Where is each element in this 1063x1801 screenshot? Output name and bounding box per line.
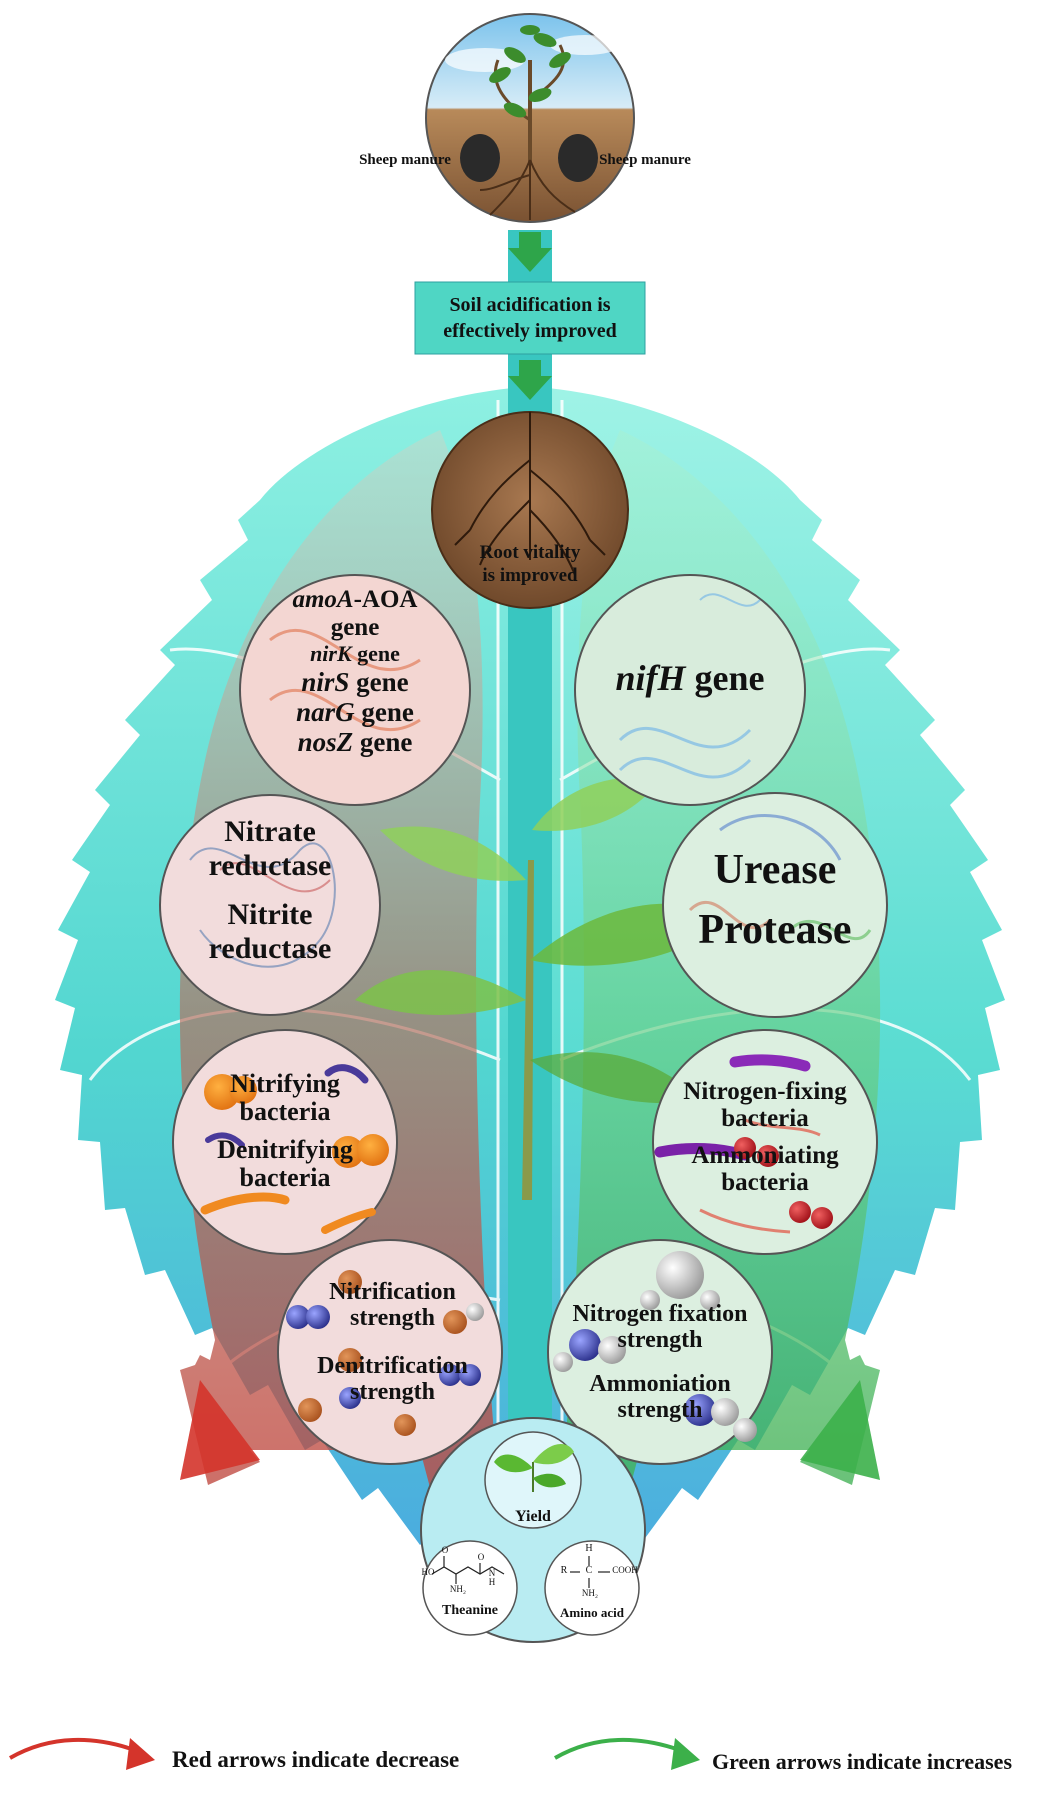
- down-arrow-2-icon: [508, 360, 552, 400]
- left-strength-list: Nitrification strength Denitrification s…: [290, 1279, 495, 1406]
- nitrite-reductase-line2: reductase: [208, 931, 332, 965]
- legend-red-arrow-icon: [9, 1738, 155, 1770]
- nitrification-strength-line1: Nitrification: [329, 1279, 456, 1305]
- right-strength-circle: [547, 1239, 773, 1465]
- left-enzyme-list: Nitrate reductase Nitrite reductase: [170, 815, 370, 965]
- amoa-gene-line2: gene: [330, 614, 380, 641]
- sheep-manure-left-label: Sheep manure: [359, 152, 451, 168]
- theanine-nh2-text: NH₂: [449, 1584, 467, 1594]
- soil-acidification-line2: effectively improved: [443, 320, 617, 342]
- amino-acid-structure: [570, 1556, 610, 1588]
- right-strength-list: Nitrogen fixation strength Ammoniation s…: [545, 1301, 775, 1424]
- root-vitality-line1: Root vitality: [479, 542, 581, 563]
- legend-green-arrow-icon: [554, 1738, 700, 1770]
- theanine-h-text: H: [488, 1577, 496, 1587]
- red-arrowhead: [180, 1380, 260, 1480]
- theanine-o2-text: O: [477, 1552, 485, 1562]
- nitrogen-fixation-strength-line1: Nitrogen fixation: [572, 1301, 748, 1327]
- left-strength-circle: [277, 1239, 503, 1465]
- denitrification-strength-line1: Denitrification: [317, 1352, 468, 1379]
- down-arrow-1-icon: [508, 232, 552, 272]
- amino-c-text: C: [585, 1565, 593, 1576]
- nitrifying-bacteria-line1: Nitrifying: [230, 1069, 340, 1098]
- denitrification-strength-line2: strength: [350, 1378, 435, 1405]
- nirs-gene-label: nirS gene: [301, 666, 409, 697]
- amoa-gene-label: amoA-AOA: [292, 586, 418, 613]
- sheep-manure-right-label: Sheep manure: [599, 152, 691, 168]
- yield-label: Yield: [515, 1508, 551, 1525]
- nifh-gene-label: nifH gene: [615, 658, 765, 698]
- theanine-n-text: N: [488, 1568, 496, 1578]
- right-gene-circle: [574, 574, 806, 806]
- left-gene-list: amoA-AOA gene nirK gene nirS gene narG g…: [250, 586, 460, 757]
- theanine-o1-text: O: [441, 1545, 449, 1555]
- root-vitality-circle: [431, 411, 629, 609]
- tea-leaf-icon: [494, 1443, 574, 1492]
- root-vitality-label: Root vitality is improved: [440, 542, 620, 588]
- nitrogen-fixing-bacteria-line2: bacteria: [721, 1105, 809, 1132]
- nitrogen-fixation-strength-line2: strength: [617, 1326, 703, 1353]
- sheep-manure-right-icon: [558, 134, 598, 182]
- right-enzyme-list: Urease Protease: [665, 845, 885, 956]
- sheep-manure-left-icon: [460, 134, 500, 182]
- amino-acid-subcircle: [544, 1540, 640, 1636]
- theanine-ho-text: HO: [421, 1567, 435, 1577]
- nitrogen-fixing-bacteria-line1: Nitrogen-fixing: [683, 1078, 847, 1105]
- narg-gene-label: narG gene: [296, 696, 414, 727]
- nitrification-strength-line2: strength: [350, 1304, 435, 1331]
- legend-red-text: Red arrows indicate decrease: [172, 1747, 460, 1772]
- top-plant-circle: [425, 13, 635, 223]
- nitrate-reductase-line2: reductase: [208, 848, 332, 882]
- amino-r-text: R: [560, 1565, 568, 1576]
- quality-outcome-circle: [420, 1417, 646, 1643]
- nitrate-reductase-line1: Nitrate: [224, 815, 316, 848]
- urease-label: Urease: [713, 847, 837, 893]
- left-enzyme-circle: [159, 794, 381, 1016]
- green-arrowhead: [800, 1380, 880, 1480]
- soil-acidification-line1: Soil acidification is: [449, 294, 611, 316]
- legend-green-text: Green arrows indicate increases: [712, 1749, 1013, 1774]
- soil-acidification-box: [414, 281, 646, 355]
- amino-acid-label: Amino acid: [560, 1605, 624, 1620]
- ammoniating-bacteria-line1: Ammoniating: [691, 1142, 839, 1169]
- ammoniation-strength-line2: strength: [617, 1396, 703, 1423]
- denitrifying-bacteria-line1: Denitrifying: [217, 1135, 353, 1165]
- soil-acidification-label: Soil acidification is effectively improv…: [415, 292, 645, 344]
- amino-h-text: H: [585, 1543, 593, 1554]
- ammoniation-strength-line1: Ammoniation: [589, 1370, 731, 1397]
- nosz-gene-label: nosZ gene: [297, 727, 413, 758]
- protease-label: Protease: [698, 907, 852, 954]
- theanine-structure: [431, 1556, 505, 1584]
- right-enzyme-circle: [662, 792, 888, 1018]
- theanine-label: Theanine: [441, 1603, 498, 1618]
- root-vitality-line2: is improved: [482, 564, 578, 586]
- left-bacteria-list: Nitrifying bacteria Denitrifying bacteri…: [185, 1069, 385, 1193]
- nitrite-reductase-line1: Nitrite: [227, 898, 313, 932]
- right-bacteria-circle: [652, 1029, 878, 1255]
- left-bacteria-circle: [172, 1029, 398, 1255]
- amino-cooh-text: COOH: [612, 1565, 638, 1575]
- theanine-subcircle: [422, 1540, 518, 1636]
- nirk-gene-label: nirK gene: [310, 641, 400, 666]
- left-gene-circle: [239, 574, 471, 806]
- nitrifying-bacteria-line2: bacteria: [239, 1097, 331, 1127]
- amino-nh2-text: NH₂: [581, 1588, 599, 1598]
- ammoniating-bacteria-line2: bacteria: [721, 1169, 809, 1196]
- right-bacteria-list: Nitrogen-fixing bacteria Ammoniating bac…: [660, 1078, 870, 1196]
- denitrifying-bacteria-line2: bacteria: [239, 1163, 331, 1193]
